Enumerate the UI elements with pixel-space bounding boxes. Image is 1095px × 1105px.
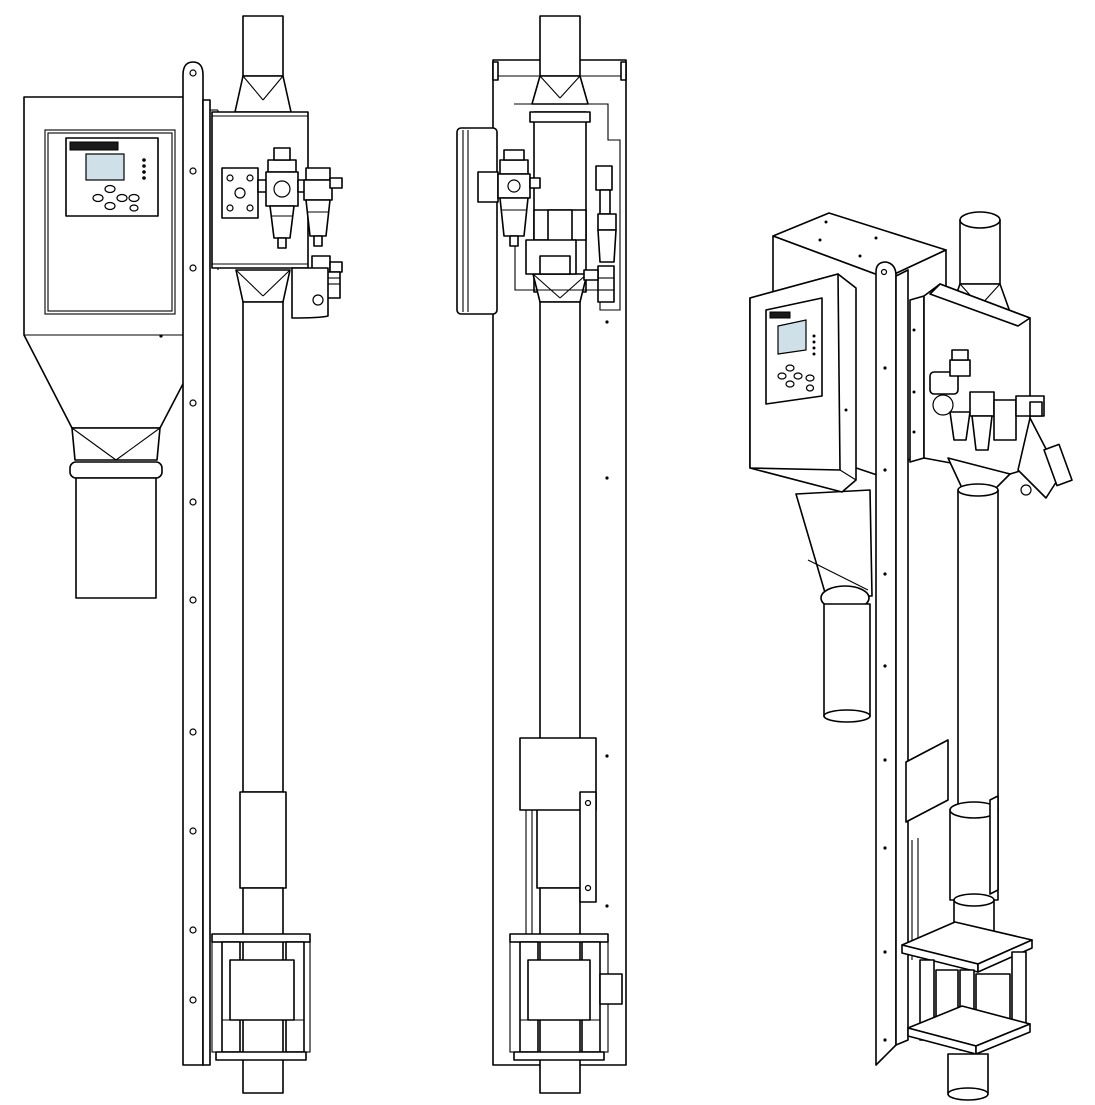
front-view xyxy=(23,15,343,1094)
filter-regulator-unit xyxy=(497,149,541,247)
bag-clamp-cage xyxy=(211,933,311,1061)
hopper-cone xyxy=(795,489,873,597)
keypad-display xyxy=(765,297,823,405)
mounting-rail xyxy=(182,61,219,1066)
rear-view xyxy=(456,15,627,1094)
mounting-plate xyxy=(519,737,597,935)
pneumatic-panel xyxy=(909,283,1073,499)
bag-clamp-cage xyxy=(509,933,623,1061)
solenoid-valve xyxy=(291,255,343,319)
bag-collar xyxy=(69,461,163,599)
downspout-tube xyxy=(949,483,999,951)
bag-clamp-cage xyxy=(901,921,1033,1101)
filter-regulator-unit xyxy=(221,147,343,249)
round-enclosure-side xyxy=(456,127,499,315)
keypad-display xyxy=(65,137,159,217)
bag-collar xyxy=(820,585,871,723)
mounting-rail xyxy=(875,261,949,1066)
hopper-cone xyxy=(71,427,161,461)
isometric-view xyxy=(749,211,1073,1101)
valve-manifold xyxy=(514,103,621,311)
